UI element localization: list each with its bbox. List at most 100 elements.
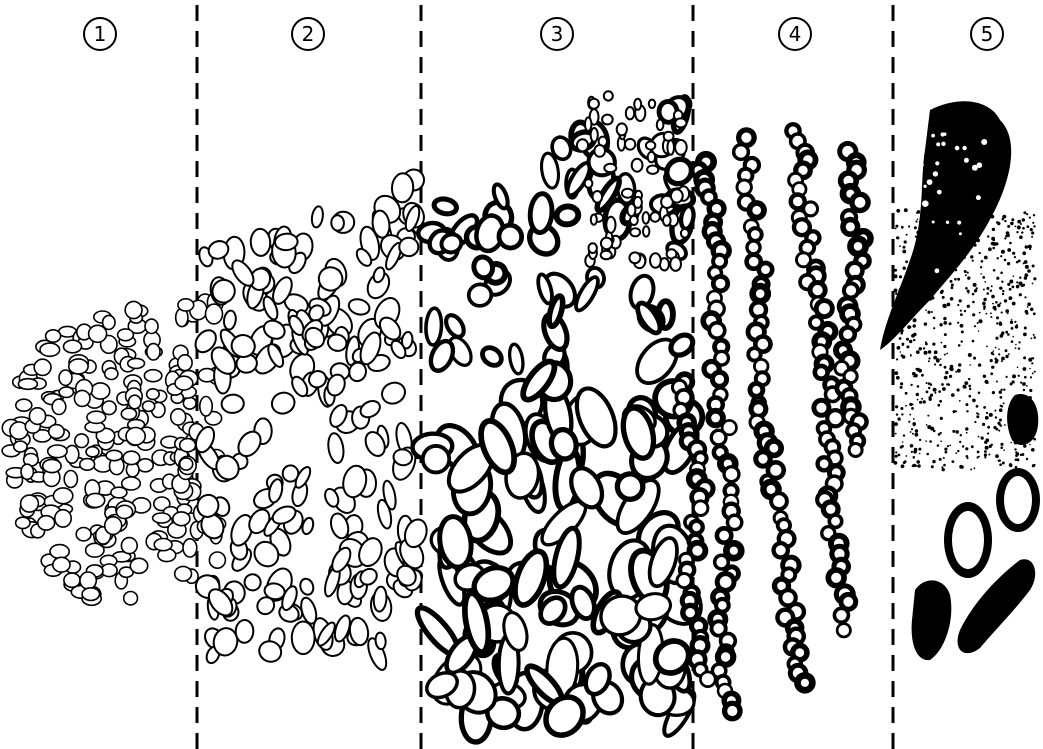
stipple-dot	[1002, 290, 1004, 292]
stipple-dot	[928, 382, 931, 385]
stipple-dot	[899, 275, 902, 278]
cell	[630, 228, 640, 236]
stipple-dot	[961, 466, 964, 469]
cell	[64, 340, 82, 353]
bead-lumen	[817, 368, 825, 376]
cell	[670, 257, 681, 271]
stipple-dot	[912, 433, 914, 435]
bead-lumen	[802, 243, 812, 253]
cell	[40, 343, 60, 356]
stipple-dot	[994, 410, 996, 412]
stipple-dot	[925, 440, 927, 442]
stipple-dot	[990, 312, 992, 314]
stipple-dot	[947, 445, 949, 447]
cell	[606, 217, 615, 233]
stipple-dot	[966, 432, 968, 434]
cell	[49, 425, 64, 439]
mass-lumen	[932, 221, 935, 224]
stipple-dot	[942, 468, 945, 471]
cell	[121, 538, 137, 554]
stipple-dot	[999, 419, 1002, 422]
cell	[622, 189, 633, 198]
cell	[173, 512, 190, 526]
cell	[198, 369, 215, 382]
stipple-dot	[1006, 376, 1008, 378]
cell	[86, 493, 105, 507]
stipple-dot	[976, 239, 980, 243]
cell	[646, 141, 655, 149]
stipple-dot	[939, 217, 942, 220]
mass-lumen	[946, 221, 949, 224]
stipple-dot	[932, 343, 935, 346]
stipple-dot	[912, 404, 914, 406]
cell	[585, 179, 593, 188]
stipple-dot	[943, 317, 946, 320]
stipple-dot	[928, 360, 930, 362]
stipple-dot	[999, 459, 1001, 461]
stipple-dot	[1033, 336, 1036, 339]
stipple-dot	[996, 277, 999, 280]
stipple-dot	[1012, 374, 1016, 378]
stipple-dot	[974, 289, 977, 292]
stipple-dot	[1028, 400, 1031, 403]
stipple-dot	[1000, 272, 1003, 275]
stipple-dot	[910, 444, 914, 448]
stipple-dot	[913, 339, 915, 341]
stipple-dot	[999, 408, 1003, 412]
bead-lumen	[816, 403, 826, 413]
mass-lumen	[919, 163, 924, 168]
stipple-dot	[957, 247, 960, 250]
cell	[180, 439, 196, 452]
stipple-dot	[917, 219, 919, 221]
bead-lumen	[749, 257, 759, 267]
cell	[391, 173, 414, 203]
stipple-dot	[958, 344, 961, 347]
stipple-dot	[983, 406, 986, 409]
stipple-dot	[1012, 286, 1015, 289]
cell	[144, 370, 161, 382]
stipple-dot	[995, 454, 999, 458]
stipple-dot	[924, 322, 927, 325]
stipple-dot	[1029, 368, 1031, 370]
stipple-dot	[945, 451, 948, 454]
stipple-dot	[900, 351, 902, 353]
stipple-dot	[921, 398, 923, 400]
stipple-dot	[934, 246, 937, 249]
stipple-dot	[910, 354, 912, 356]
stipple-dot	[1016, 231, 1018, 233]
stipple-dot	[1016, 436, 1018, 438]
stipple-dot	[965, 427, 968, 430]
cell	[102, 401, 116, 415]
stipple-dot	[1015, 466, 1018, 469]
stipple-dot	[971, 218, 973, 220]
stipple-dot	[1031, 231, 1034, 234]
stipple-dot	[932, 460, 935, 463]
cell	[80, 459, 95, 471]
stipple-dot	[900, 407, 903, 410]
stipple-dot	[965, 287, 968, 290]
cell	[103, 315, 115, 329]
stipple-dot	[1004, 237, 1006, 239]
stipple-dot	[950, 280, 953, 283]
stipple-dot	[913, 450, 917, 454]
stipple-dot	[957, 369, 961, 373]
stipple-dot	[949, 210, 952, 213]
stipple-dot	[938, 277, 940, 279]
stipple-dot	[999, 321, 1001, 323]
gland-oval-1-lumen	[952, 511, 984, 569]
stipple-dot	[1011, 327, 1014, 330]
stipple-dot	[967, 272, 969, 274]
stipple-dot	[987, 235, 989, 237]
stipple-dot	[972, 260, 974, 262]
stipple-dot	[894, 461, 898, 465]
stipple-dot	[984, 441, 987, 444]
cell	[591, 128, 598, 142]
cell	[86, 447, 99, 457]
stipple-dot	[930, 250, 933, 253]
cell	[21, 464, 33, 479]
zone-label-4-text: 4	[789, 22, 802, 46]
stipple-dot	[915, 433, 919, 437]
stipple-dot	[912, 464, 915, 467]
cell	[125, 301, 142, 318]
stipple-dot	[986, 292, 989, 295]
